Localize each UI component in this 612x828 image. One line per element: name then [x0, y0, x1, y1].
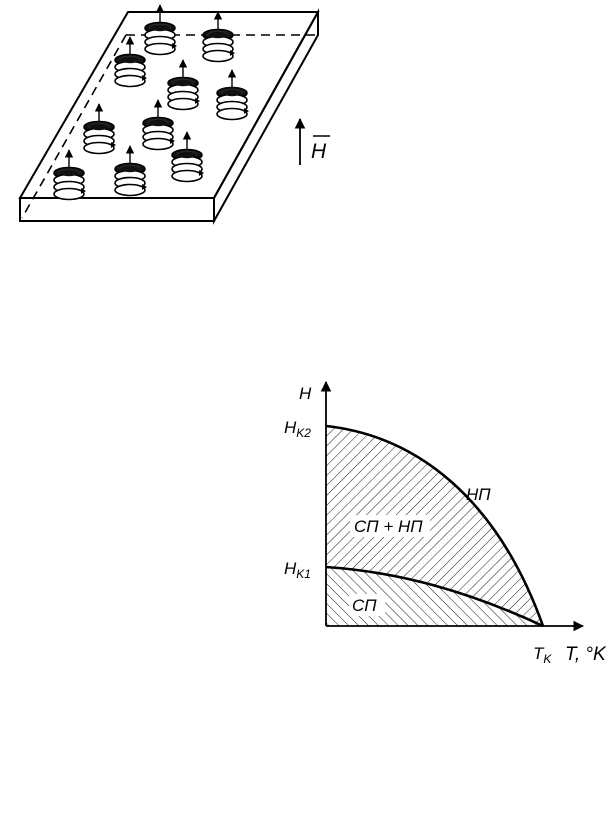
- circulation-arrow: [172, 43, 177, 49]
- vortex-core: [223, 89, 241, 97]
- x-axis-label: T, °K: [565, 644, 607, 665]
- tick-hk1: HK1: [284, 559, 311, 581]
- circulation-arrow: [142, 75, 147, 81]
- field-label: H: [311, 140, 327, 163]
- vortex: [167, 59, 200, 111]
- region-label-mixed: СП + НП: [354, 517, 423, 536]
- phase-diagram: H T, °K HK2 HK1 TK СП + НП СП НП: [284, 380, 607, 666]
- tick-hk2: HK2: [284, 418, 311, 440]
- hk2-boundary-curve: [325, 424, 545, 627]
- current-loop: [216, 107, 248, 121]
- slab-front-face: [19, 197, 215, 222]
- y-axis-label: H: [299, 384, 312, 403]
- vortex: [144, 4, 177, 56]
- circulation-arrow: [244, 108, 249, 114]
- hk1-boundary-curve: [325, 565, 544, 628]
- slab-side-face: [213, 8, 319, 225]
- vortex-core: [149, 119, 167, 127]
- region-label-normal: НП: [466, 485, 491, 504]
- vortex: [114, 145, 147, 197]
- circulation-arrow: [142, 184, 147, 190]
- circulation-arrow: [230, 50, 235, 56]
- super-label-backdrop: [349, 594, 385, 616]
- current-loop: [83, 141, 115, 155]
- vortex-array: [53, 4, 249, 201]
- vortex: [202, 11, 235, 63]
- circulation-arrow: [199, 170, 204, 176]
- vortex-core: [90, 123, 108, 131]
- vortex-core: [151, 24, 169, 32]
- region-mixed-area: [326, 426, 543, 626]
- region-label-super: СП: [352, 596, 377, 615]
- circulation-arrow: [81, 188, 86, 194]
- current-loop: [144, 42, 176, 56]
- circulation-arrow: [170, 138, 175, 144]
- current-loop: [114, 74, 146, 88]
- vortex-core: [121, 56, 139, 64]
- superconducting-slab: [18, 8, 320, 225]
- vortex-core: [121, 165, 139, 173]
- current-loop: [53, 187, 85, 201]
- circulation-arrow: [111, 142, 116, 148]
- mixed-label-backdrop: [350, 515, 430, 537]
- vortex-core: [60, 169, 78, 177]
- vortex: [216, 69, 249, 121]
- circulation-arrow: [195, 98, 200, 104]
- vortex: [142, 99, 175, 151]
- vortex: [171, 131, 204, 183]
- field-indicator: H: [294, 117, 330, 165]
- vortex-core: [174, 79, 192, 87]
- vortex: [53, 149, 86, 201]
- vortex: [114, 36, 147, 88]
- current-loop: [142, 137, 174, 151]
- current-loop: [171, 169, 203, 183]
- current-loop: [202, 49, 234, 63]
- current-loop: [114, 183, 146, 197]
- current-loop: [167, 97, 199, 111]
- slab-hidden-edge-left: [21, 34, 127, 219]
- vortex-core: [209, 31, 227, 39]
- tick-tk: TK: [533, 644, 552, 666]
- vortex-core: [178, 151, 196, 159]
- vortex: [83, 103, 116, 155]
